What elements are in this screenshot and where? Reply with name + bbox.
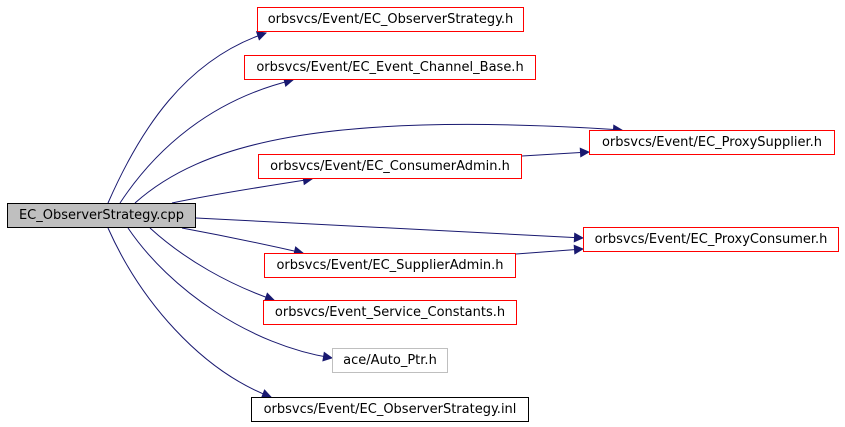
- node-ec-supplieradmin-h[interactable]: orbsvcs/Event/EC_SupplierAdmin.h: [264, 253, 516, 278]
- edge-root-to-observer-strategy-h: [107, 31, 267, 204]
- edge-root-to-auto-ptr-h: [127, 227, 333, 362]
- edge-root-to-consumer-admin-h: [171, 175, 313, 204]
- edge-supplier-admin-h-to-proxy-consumer-h: [515, 244, 584, 255]
- edge-consumer-admin-h-to-proxy-supplier-h: [521, 147, 590, 158]
- edge-root-to-proxy-consumer-h: [195, 217, 584, 243]
- edge-root-to-proxy-supplier-h: [134, 123, 623, 204]
- node-root-file[interactable]: EC_ObserverStrategy.cpp: [7, 203, 196, 228]
- node-auto-ptr-h[interactable]: ace/Auto_Ptr.h: [332, 348, 448, 373]
- edge-root-to-observer-strategy-inl: [107, 227, 272, 399]
- node-ec-consumeradmin-h[interactable]: orbsvcs/Event/EC_ConsumerAdmin.h: [258, 154, 522, 179]
- edge-root-to-supplier-admin-h: [181, 227, 304, 256]
- node-event-service-constants-h[interactable]: orbsvcs/Event_Service_Constants.h: [263, 300, 517, 325]
- edge-root-to-service-constants-h: [149, 227, 275, 302]
- node-ec-observerstrategy-inl[interactable]: orbsvcs/Event/EC_ObserverStrategy.inl: [251, 397, 529, 422]
- node-ec-observerstrategy-h[interactable]: orbsvcs/Event/EC_ObserverStrategy.h: [257, 7, 524, 32]
- node-ec-proxysupplier-h[interactable]: orbsvcs/Event/EC_ProxySupplier.h: [589, 130, 835, 155]
- edge-root-to-event-channel-base-h: [119, 77, 294, 204]
- node-ec-event-channel-base-h[interactable]: orbsvcs/Event/EC_Event_Channel_Base.h: [244, 55, 536, 80]
- node-ec-proxyconsumer-h[interactable]: orbsvcs/Event/EC_ProxyConsumer.h: [583, 227, 839, 252]
